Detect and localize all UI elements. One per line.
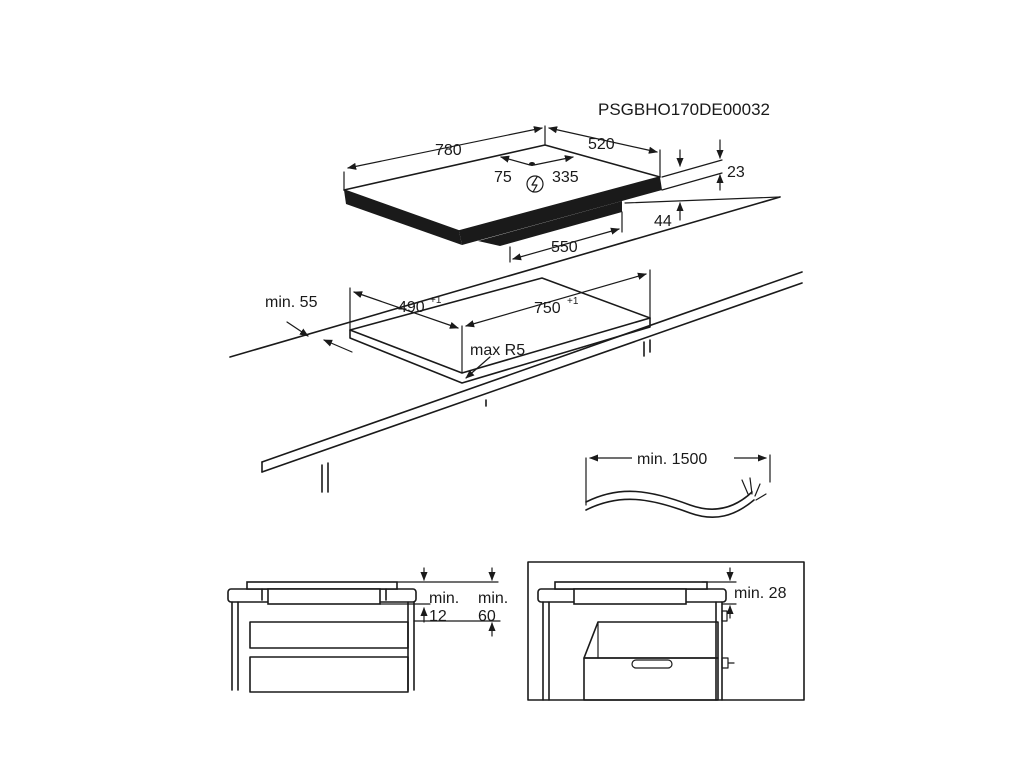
cutout-depth-edge [349,317,651,384]
cable-offset-right-label: 335 [552,169,579,186]
cutout-width-label: 750 [534,300,561,317]
clearance-b-line1: min. [478,590,508,607]
oven-top [583,621,719,659]
hob-thickness-label: 23 [727,164,745,181]
cutout-width-tolerance: +1 [567,296,579,307]
install-view-oven: min. 28 [527,561,805,701]
oven-clearance-label: min. 28 [734,585,787,602]
cutout-width-arrow [465,272,647,328]
supply-cable: min. 1500 [585,448,771,518]
cutout-depth-tolerance: +1 [430,295,442,306]
depth-520-arrow [548,126,658,154]
clearance-b-line2: 60 [478,608,496,625]
install-view-drawer: min. 12 min. 60 [227,567,508,693]
front-clearance-label: min. 55 [265,294,318,311]
oven-body [583,657,719,701]
electric-supply-icon [526,175,544,193]
cable-offset-left-label: 75 [494,169,512,186]
base-width-label: 550 [551,239,578,256]
worktop-cutout: 490 +1 750 +1 max R5 min. 55 [265,269,651,384]
cutout-depth-label: 490 [398,299,425,316]
cable-length-label: min. 1500 [637,451,707,468]
corner-radius-label: max R5 [470,342,525,359]
cutout-depth-arrow [353,291,459,329]
hob-front-edge [344,190,462,245]
clearance-a-line2: 12 [429,608,447,625]
drawer-lower [249,656,409,693]
cable-lower [585,498,755,518]
drawing-code: PSGBHO170DE00032 [598,100,770,119]
hob-side-edge [459,177,662,245]
base-height-label: 44 [654,213,672,230]
hob-width-label: 780 [435,142,462,159]
hob-dimensions: 780 520 23 44 75 335 550 [343,125,781,263]
oven-handle [631,659,673,669]
cable-upper [585,490,753,510]
clearance-a-line1: min. [429,590,459,607]
drawer-upper [249,621,409,649]
hob-depth-label: 520 [588,136,615,153]
width-780-arrow [347,126,543,170]
base-width-550-arrow [512,227,620,261]
